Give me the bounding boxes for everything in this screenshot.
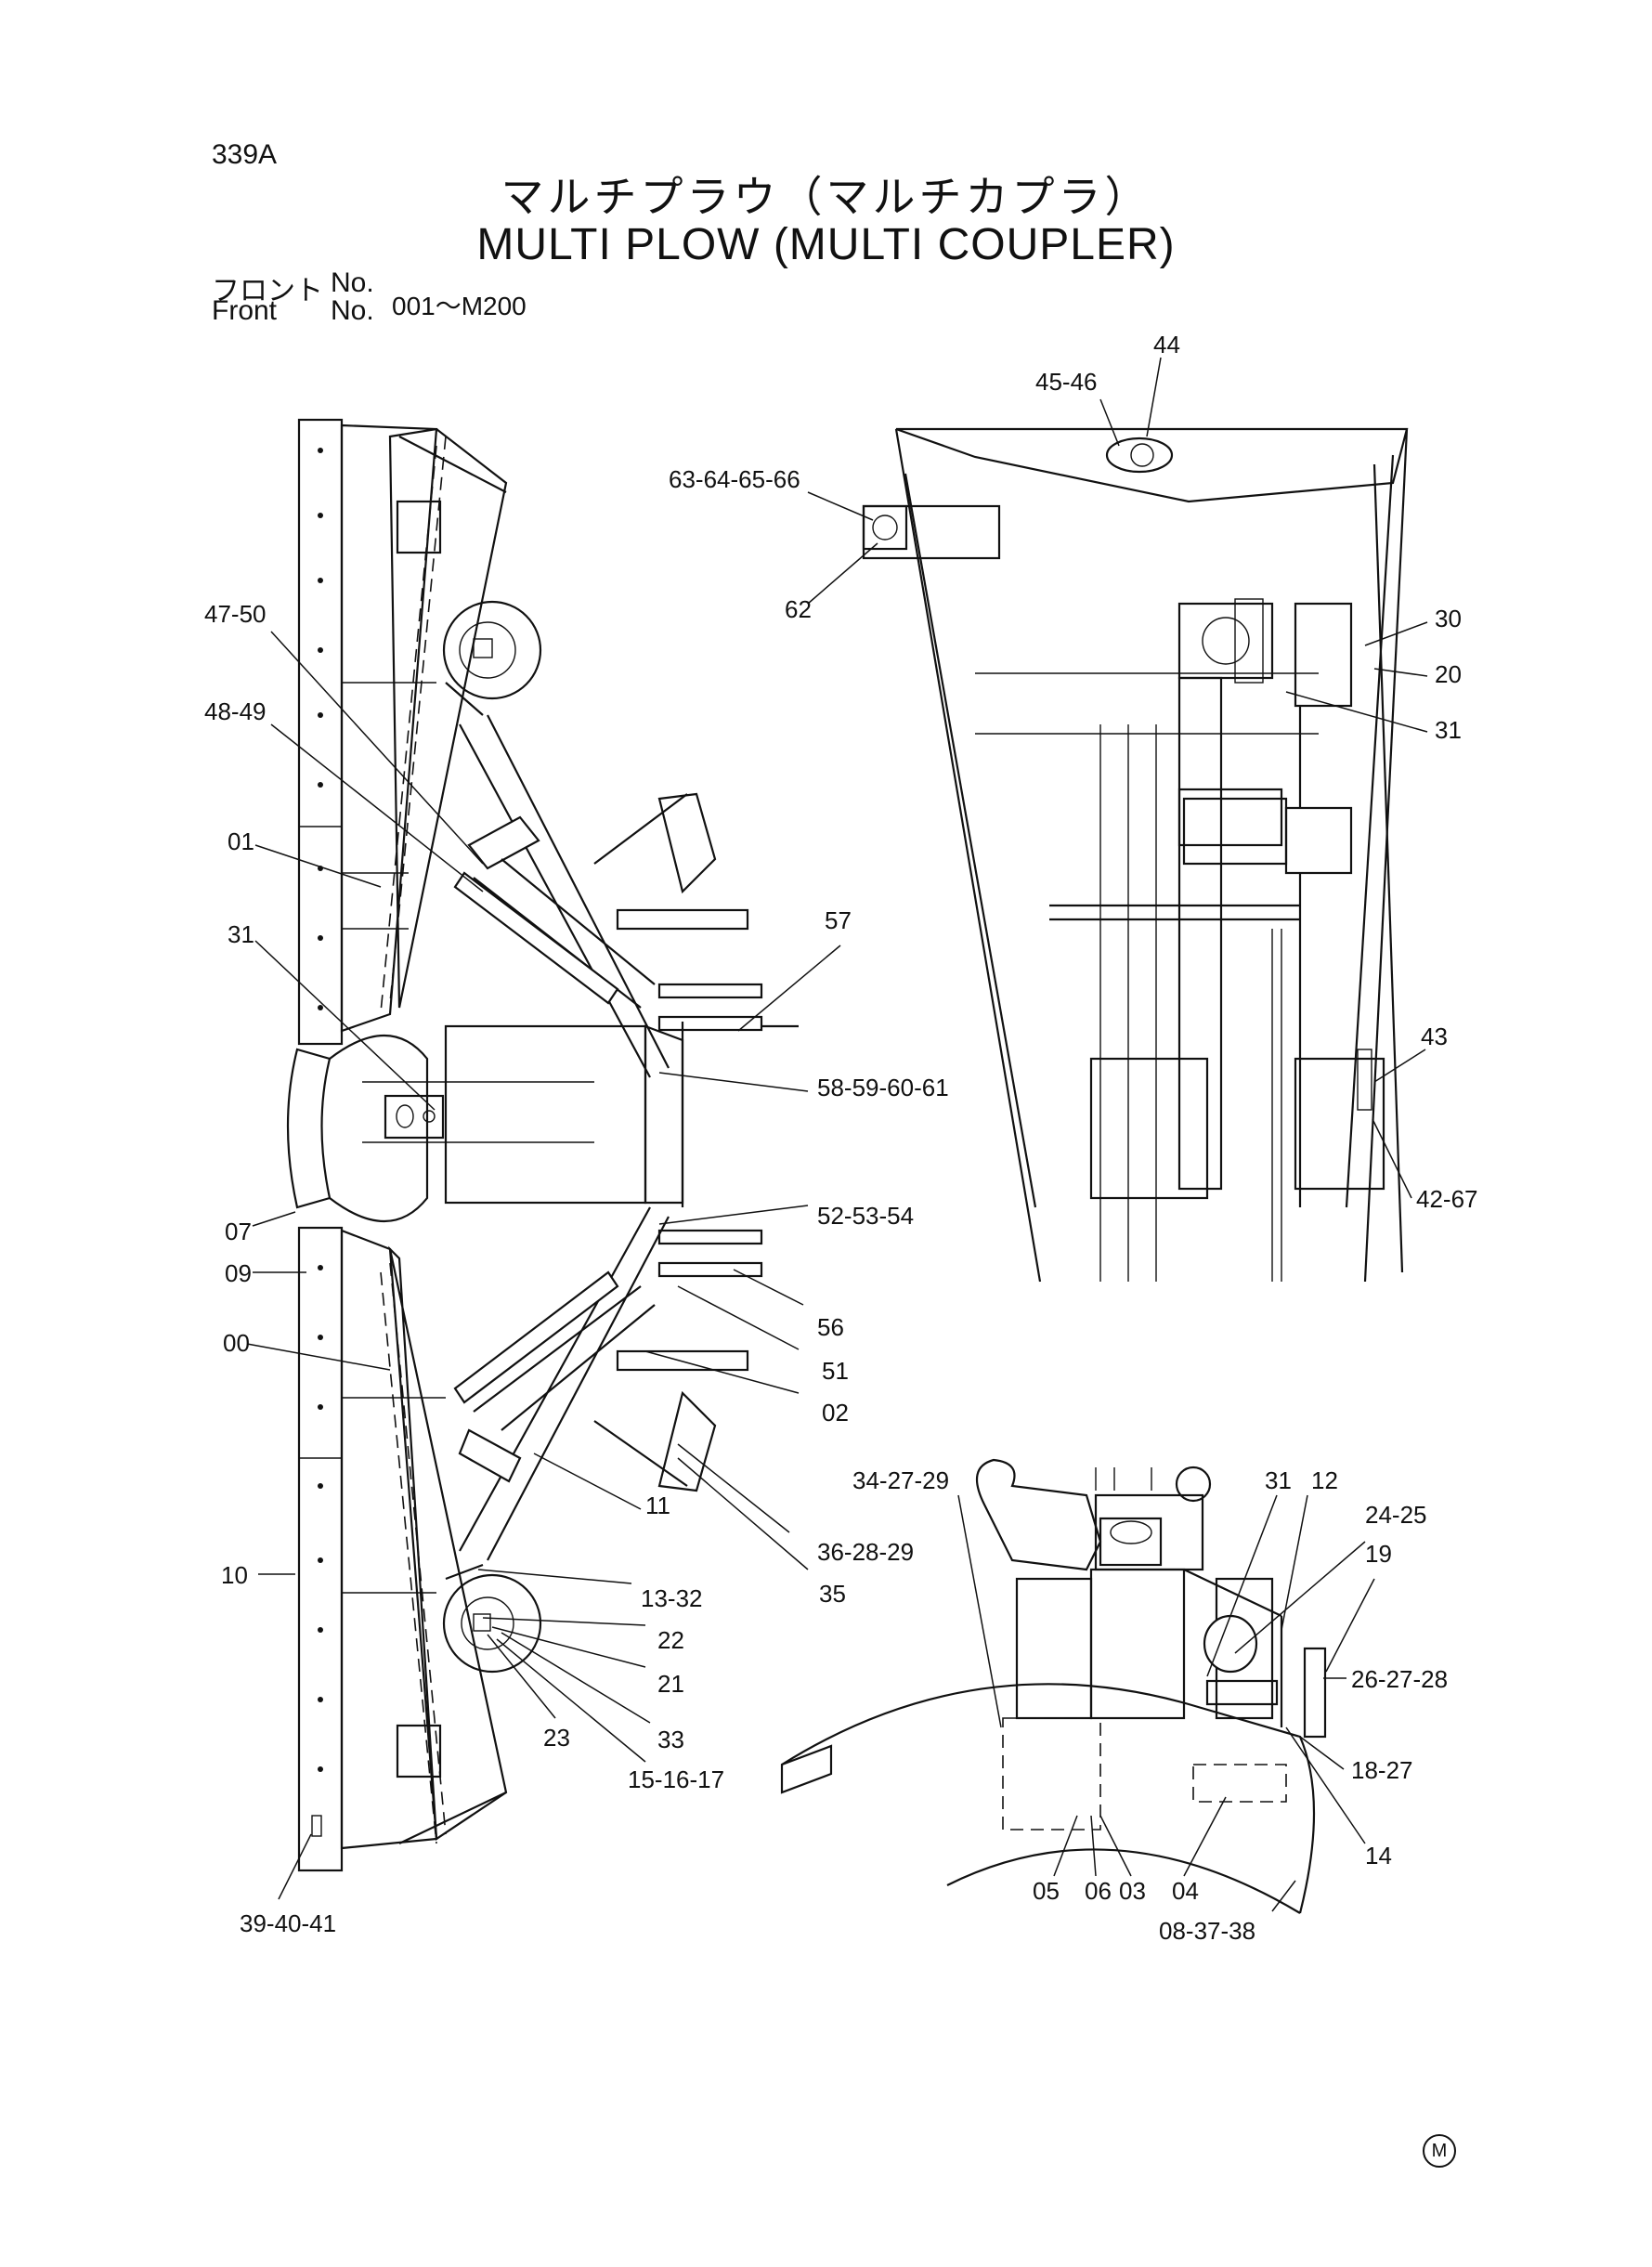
callout-51: 51 [822, 1357, 849, 1385]
callout-43: 43 [1421, 1023, 1448, 1050]
callout-06: 06 [1085, 1877, 1112, 1905]
callout-01: 01 [228, 827, 254, 855]
callout-04: 04 [1172, 1877, 1199, 1905]
callout-19: 19 [1365, 1540, 1392, 1568]
callout-05: 05 [1033, 1877, 1060, 1905]
callout-31-left: 31 [228, 920, 254, 948]
front-label-japanese: フロント [212, 275, 323, 307]
callout-03: 03 [1119, 1877, 1146, 1905]
no-label-1: No. [331, 267, 374, 298]
callout-18-27: 18-27 [1351, 1756, 1413, 1784]
coupler-detail-view [780, 1458, 1327, 1914]
title-english: MULTI PLOW (MULTI COUPLER) [476, 220, 1176, 269]
callout-62: 62 [785, 595, 812, 623]
no-label-2: No. [331, 295, 374, 326]
plow-left-view [286, 418, 799, 1872]
callout-10: 10 [221, 1561, 248, 1589]
callout-20: 20 [1435, 660, 1462, 688]
front-range: 001～M200 [392, 292, 527, 320]
callout-07: 07 [225, 1218, 252, 1245]
callout-42-67: 42-67 [1416, 1185, 1478, 1213]
callout-21: 21 [657, 1670, 684, 1698]
callout-39-40-41: 39-40-41 [240, 1909, 336, 1937]
callout-14: 14 [1365, 1842, 1392, 1870]
callout-34-27-29: 34-27-29 [852, 1466, 949, 1494]
callout-45-46: 45-46 [1035, 368, 1098, 396]
callout-09: 09 [225, 1259, 252, 1287]
footer-m-mark: M [1423, 2134, 1456, 2168]
callout-44: 44 [1153, 331, 1180, 358]
callout-58-59-60-61: 58-59-60-61 [817, 1074, 949, 1101]
callout-33: 33 [657, 1726, 684, 1753]
leader-lines [246, 357, 1428, 1912]
callout-57: 57 [825, 906, 852, 934]
coupler-side-view [862, 427, 1409, 1283]
callout-48-49: 48-49 [204, 697, 267, 725]
callout-08-37-38: 08-37-38 [1159, 1917, 1255, 1945]
callout-23: 23 [543, 1724, 570, 1752]
callout-31-coupler: 31 [1265, 1466, 1292, 1494]
callout-26-27-28: 26-27-28 [1351, 1665, 1448, 1693]
callout-00: 00 [223, 1329, 250, 1357]
callout-15-16-17: 15-16-17 [628, 1765, 724, 1793]
callout-36-28-29: 36-28-29 [817, 1538, 914, 1566]
callout-02: 02 [822, 1399, 849, 1427]
page-number: 339A [212, 139, 278, 170]
callout-labels: 47-50 48-49 01 31 07 09 00 10 39-40-41 5… [204, 331, 1478, 1945]
front-label-english: Front [212, 295, 278, 326]
callout-31-right: 31 [1435, 716, 1462, 744]
callout-24-25: 24-25 [1365, 1501, 1427, 1529]
callout-13-32: 13-32 [641, 1584, 703, 1612]
callout-52-53-54: 52-53-54 [817, 1202, 914, 1230]
callout-30: 30 [1435, 605, 1462, 632]
callout-11: 11 [645, 1492, 670, 1519]
callout-47-50: 47-50 [204, 600, 267, 628]
callout-12: 12 [1311, 1466, 1338, 1494]
callout-35: 35 [819, 1580, 846, 1608]
callout-22: 22 [657, 1626, 684, 1654]
callout-56: 56 [817, 1313, 844, 1341]
title-japanese: マルチプラウ（マルチカプラ） [501, 172, 1151, 222]
callout-63-64-65-66: 63-64-65-66 [669, 465, 800, 493]
